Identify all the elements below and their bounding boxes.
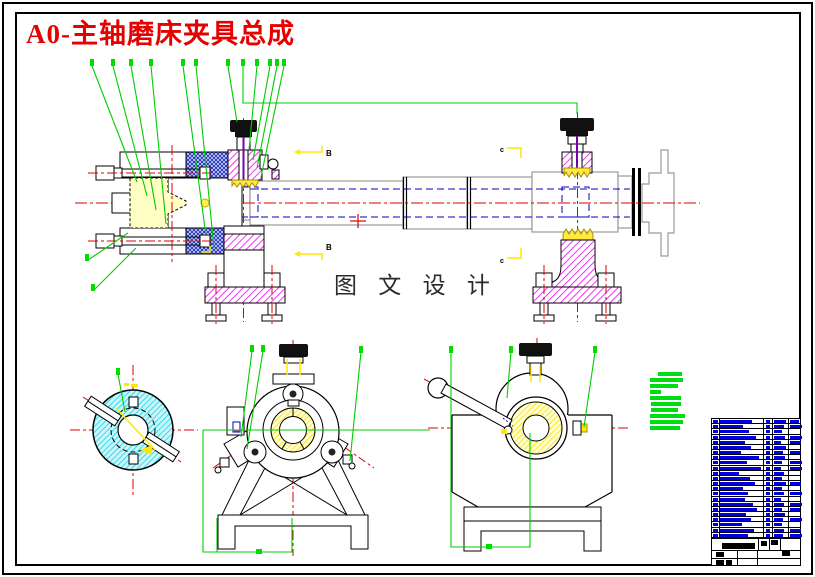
section-marker-c-bottom: c xyxy=(500,248,522,265)
callout-marker xyxy=(116,368,120,375)
parts-list-rows xyxy=(712,419,802,538)
clamp-screw-1 xyxy=(227,118,280,322)
svg-text:c: c xyxy=(500,258,504,265)
svg-text:B: B xyxy=(326,149,332,158)
locating-slot xyxy=(141,431,181,463)
left-support-pedestal xyxy=(204,225,286,324)
title-block-table xyxy=(711,418,802,566)
red-cross-mark xyxy=(350,214,366,228)
svg-text:c: c xyxy=(500,147,504,154)
section-marker-b-bottom: B xyxy=(294,243,332,260)
title-block-footer xyxy=(712,538,800,566)
main-assembly-view: B B c c xyxy=(75,59,700,324)
drawing-title: A0-主轴磨床夹具总成 xyxy=(26,19,295,49)
disk-section-view xyxy=(70,365,198,497)
section-marker-c-top: c xyxy=(500,147,522,158)
top-knob xyxy=(279,344,308,357)
callout-markers xyxy=(85,59,286,291)
technical-notes-block xyxy=(648,372,696,432)
top-knob xyxy=(519,343,552,356)
watermark-text: 图 文 设 计 xyxy=(334,273,497,299)
steady-rest-front-view xyxy=(202,340,430,556)
yellow-arrow xyxy=(140,445,152,455)
leader-lines xyxy=(87,65,578,291)
right-support-pedestal xyxy=(532,228,622,324)
shaft-collar-bar xyxy=(632,168,635,236)
handle-lever xyxy=(427,377,514,435)
housing-block xyxy=(451,414,613,508)
hidden-lines xyxy=(231,186,630,218)
shaft-collar-bar xyxy=(638,168,641,236)
yellow-dim-line xyxy=(115,407,156,451)
steady-rest-side-view xyxy=(423,338,628,552)
svg-text:B: B xyxy=(326,243,332,252)
section-marker-b-top: B xyxy=(294,146,332,158)
locating-slot xyxy=(83,395,123,427)
